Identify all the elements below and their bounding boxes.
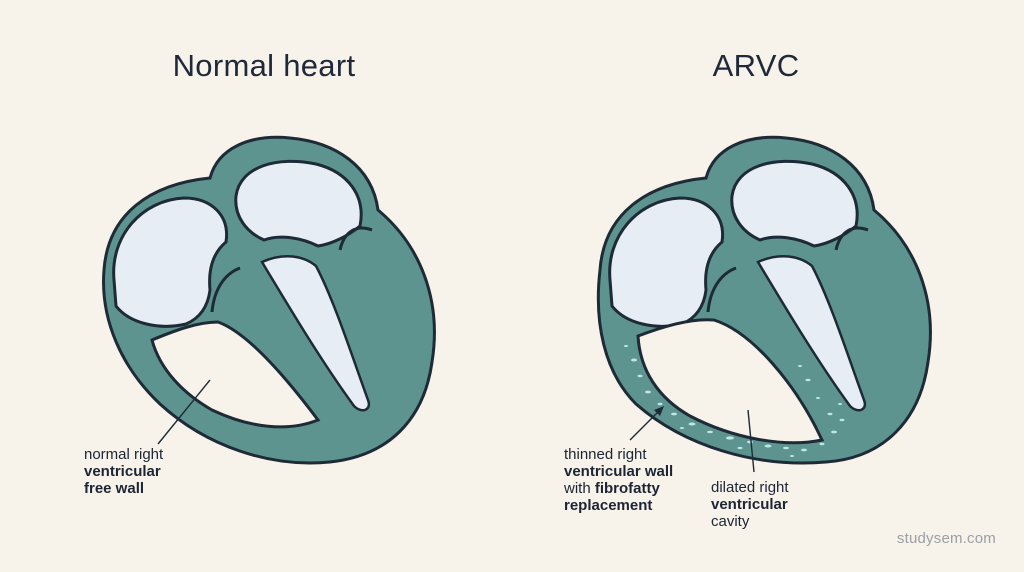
tricuspid-valve bbox=[706, 266, 737, 313]
left-ventricle bbox=[260, 254, 371, 412]
normal-label-line3: free wall bbox=[84, 480, 145, 497]
thinned-label-line3-prefix: with bbox=[564, 480, 595, 497]
left-ventricle bbox=[756, 254, 867, 412]
normal-heart bbox=[102, 135, 436, 465]
mitral-valve bbox=[338, 226, 373, 251]
thinned-label-line4: replacement bbox=[564, 497, 653, 514]
dilated-cavity-pointer bbox=[747, 409, 755, 473]
thinned-wall-pointer bbox=[629, 409, 661, 441]
fibrofatty-specks bbox=[624, 345, 845, 457]
thinned-wall-arrowhead bbox=[654, 406, 664, 416]
dilated-cavity-label: dilated right ventricular cavity bbox=[711, 479, 789, 530]
normal-wall-label: normal right ventricular free wall bbox=[84, 446, 163, 497]
thinned-label-line1: thinned right bbox=[564, 446, 647, 463]
dilated-right-ventricle-cavity bbox=[636, 318, 825, 445]
dilated-label-line1: dilated right bbox=[711, 479, 789, 496]
normal-wall-pointer bbox=[157, 379, 211, 445]
dilated-label-line3: cavity bbox=[711, 513, 750, 530]
tricuspid-valve bbox=[210, 266, 241, 313]
right-atrium bbox=[112, 196, 229, 328]
arvc-title: ARVC bbox=[712, 48, 800, 83]
thinned-wall-label: thinned right ventricular wall with fibr… bbox=[564, 446, 673, 514]
right-ventricle-cavity bbox=[150, 320, 321, 429]
normal-label-line1: normal right bbox=[84, 446, 164, 463]
dilated-label-line2: ventricular bbox=[711, 496, 788, 513]
normal-label-line2: ventricular bbox=[84, 463, 161, 480]
arvc-heart bbox=[596, 135, 932, 473]
watermark: studysem.com bbox=[896, 530, 996, 547]
mitral-valve bbox=[834, 226, 869, 251]
normal-heart-title: Normal heart bbox=[172, 48, 356, 83]
thinned-label-line3: with fibrofatty bbox=[564, 480, 673, 497]
thinned-label-line3-bold: fibrofatty bbox=[594, 480, 660, 497]
thinned-label-line2: ventricular wall bbox=[564, 463, 674, 480]
